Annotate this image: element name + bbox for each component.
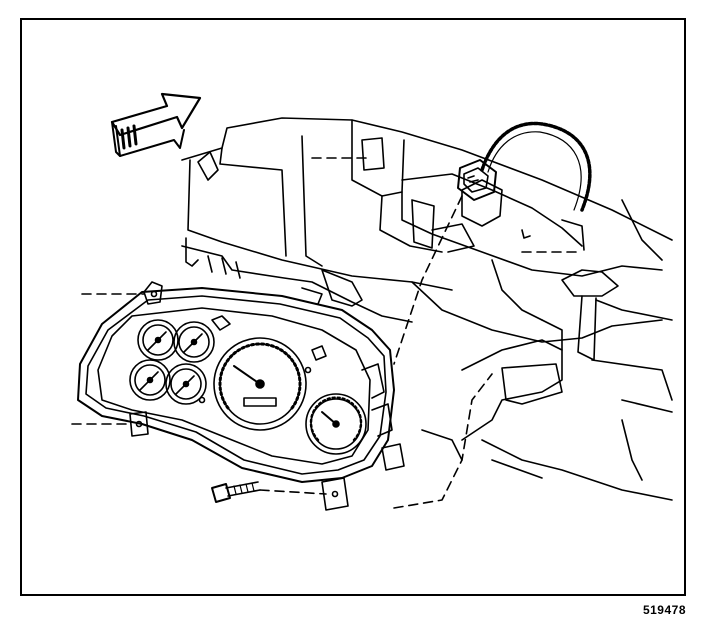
- small-gauge-upper-right: [173, 321, 215, 363]
- diagram-frame: [20, 18, 686, 596]
- front-of-vehicle-arrow-icon: [110, 92, 202, 157]
- leader-connector: [393, 195, 463, 365]
- figure-id-label: 519478: [642, 603, 686, 617]
- small-gauge-upper-left: [137, 319, 179, 361]
- leader-bolt: [259, 489, 327, 495]
- instrument-cluster: [77, 287, 395, 483]
- cluster-mounting-tab-lower-left: [129, 411, 149, 437]
- bolt-icon: [211, 481, 261, 503]
- electrical-connector-icon: [457, 159, 497, 201]
- tachometer: [305, 393, 367, 455]
- cluster-mounting-tab-upper-left: [143, 281, 163, 305]
- instrument-panel-carrier: [181, 117, 673, 501]
- small-gauge-lower-right: [165, 363, 207, 405]
- cluster-mounting-tab-right: [381, 443, 405, 471]
- instrument-cluster-removal-illustration: [71, 92, 673, 511]
- callout-leaders: [71, 157, 583, 509]
- small-gauge-lower-left: [129, 359, 171, 401]
- speedometer: [213, 337, 307, 431]
- cluster-mounting-tab-lower-center: [321, 477, 349, 511]
- wiring-harness: [480, 121, 592, 212]
- leader-harness-lower: [393, 373, 493, 509]
